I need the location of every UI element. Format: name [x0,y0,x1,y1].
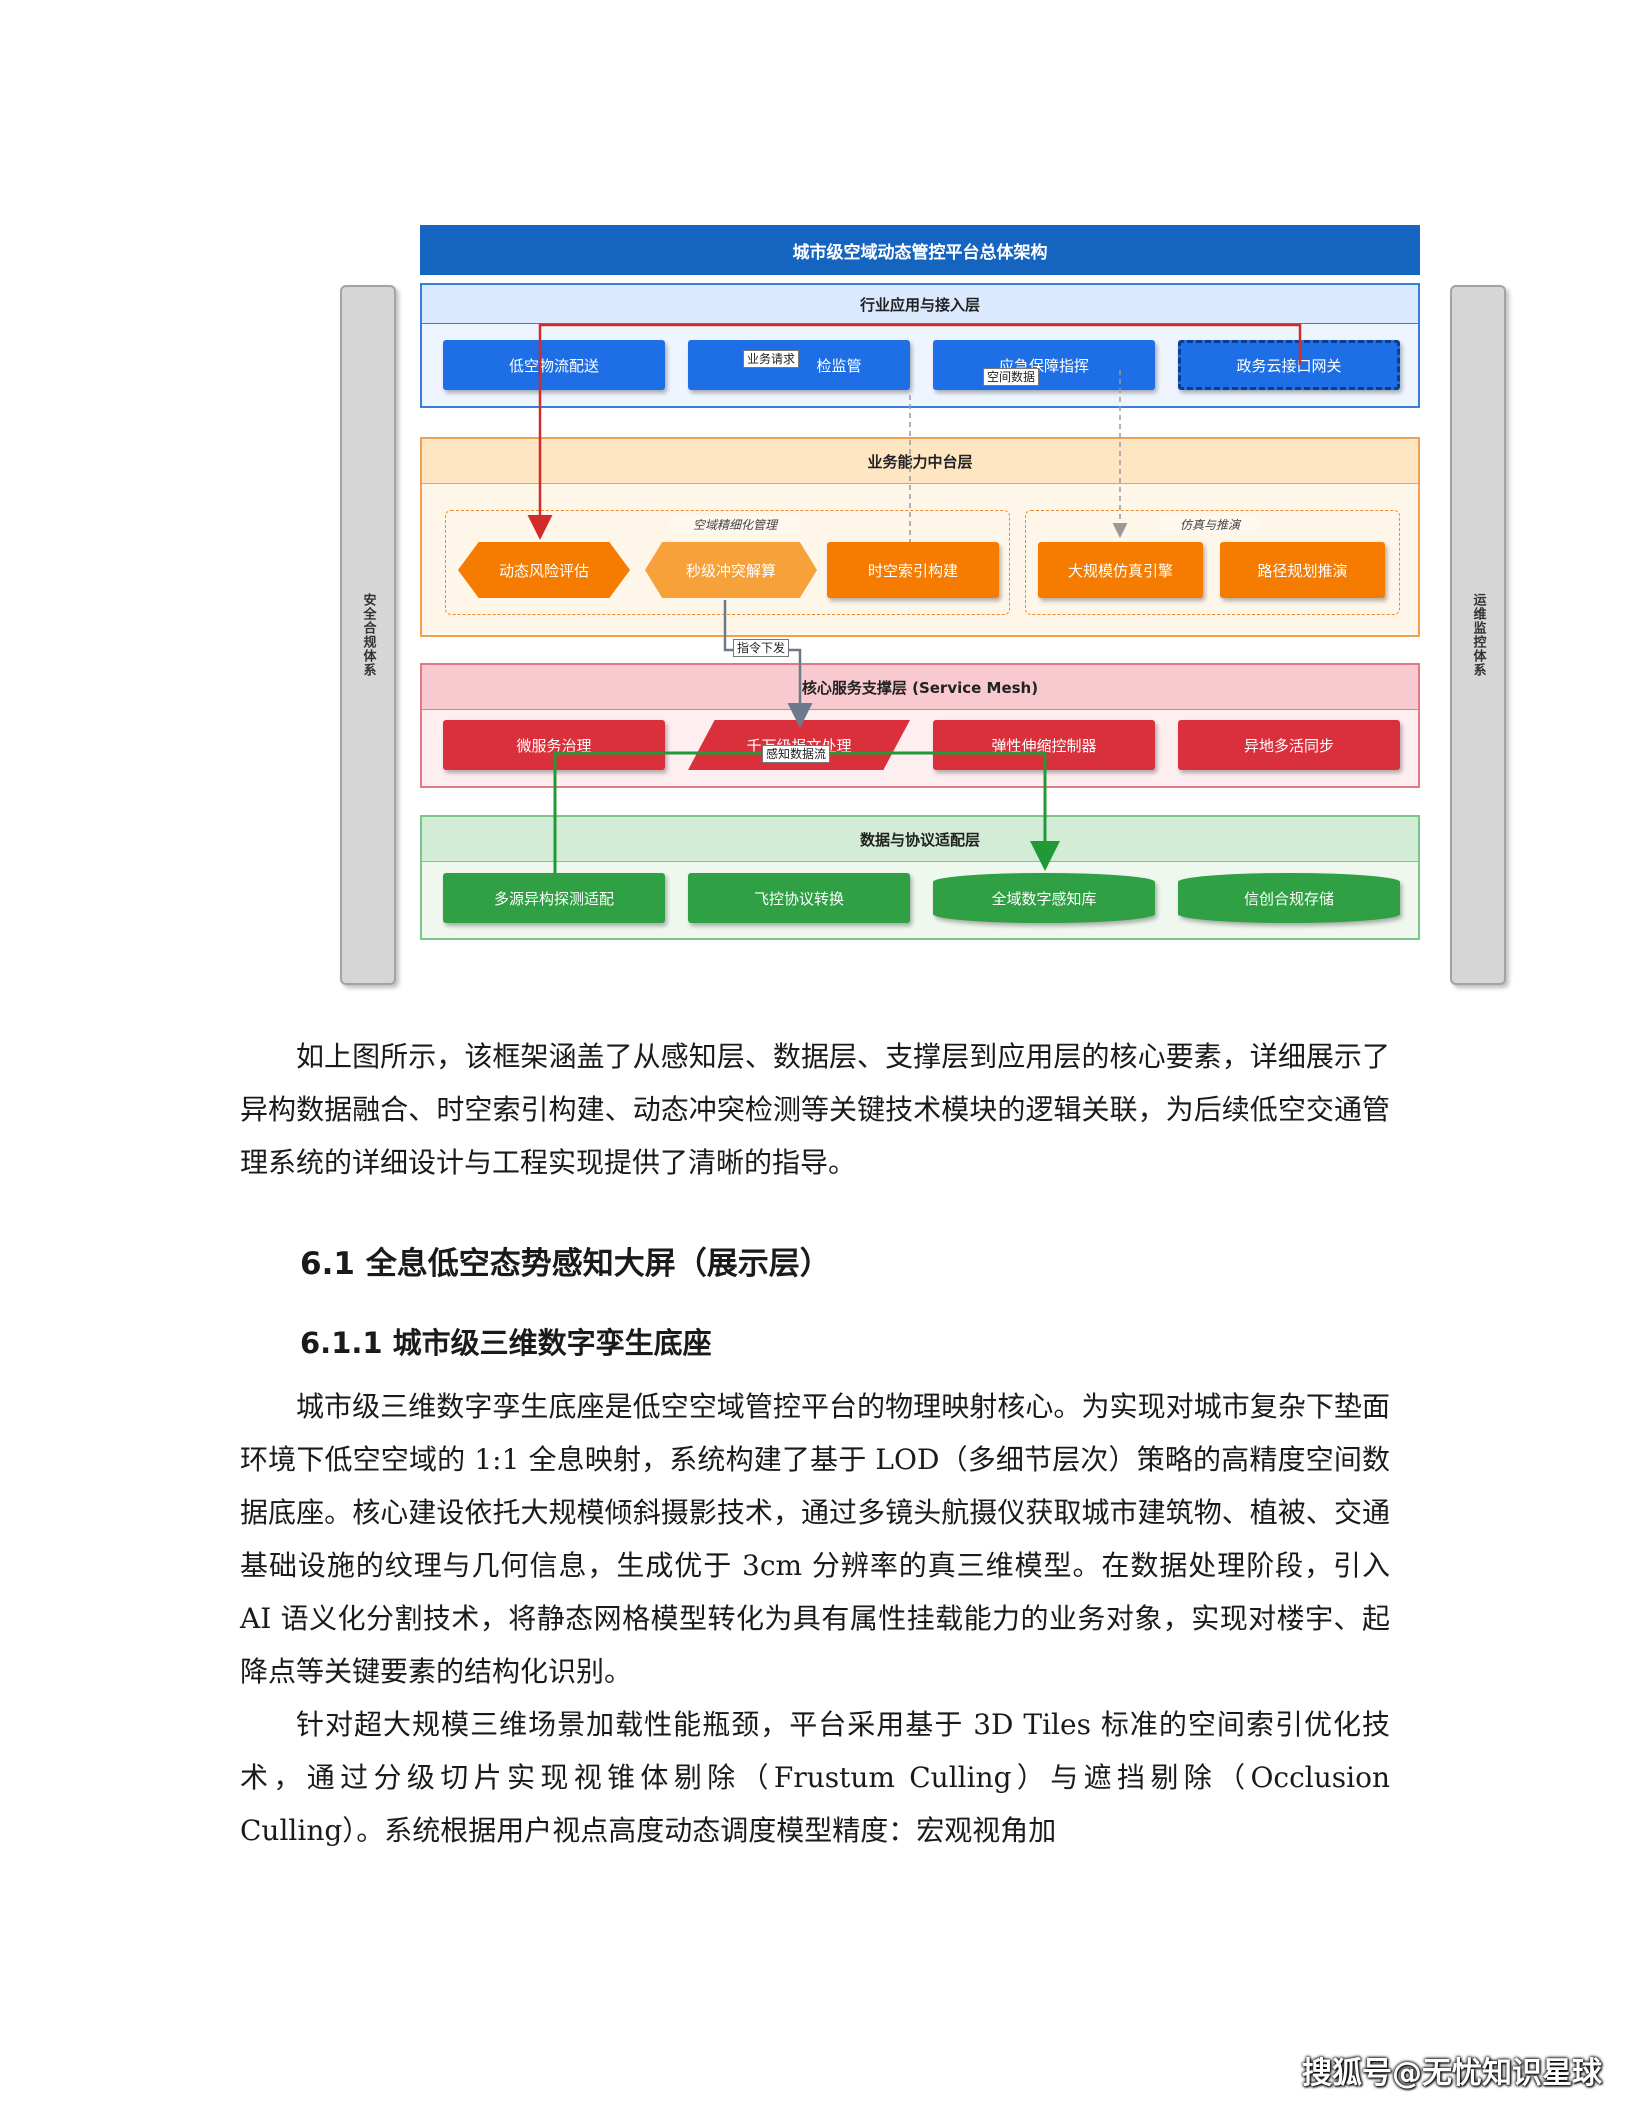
security-compliance-label: 安全合规体系 [360,593,376,677]
paragraph-3d-tiles: 针对超大规模三维场景加载性能瓶颈，平台采用基于 3D Tiles 标准的空间索引… [240,1708,1390,1847]
node-flight-protocol-conversion-label: 飞控协议转换 [753,889,844,908]
node-gov-cloud-gateway-label: 政务云接口网关 [1236,356,1342,375]
node-multi-active-sync-label: 异地多活同步 [1243,736,1334,755]
layer-capability: 业务能力中台层 [420,437,1420,637]
layer-application-title: 行业应用与接入层 [422,285,1418,324]
node-inspection-supervision-label: 检监管 [816,356,862,375]
node-flight-protocol-conversion: 飞控协议转换 [688,873,910,923]
security-compliance-pillar: 安全合规体系 [340,285,396,985]
paragraph-diagram-summary: 如上图所示，该框架涵盖了从感知层、数据层、支撑层到应用层的核心要素，详细展示了异… [240,1040,1390,1179]
edge-perception [553,751,1060,873]
node-multi-source-adapter-label: 多源异构探测适配 [493,889,614,908]
group-simulation-label: 仿真与推演 [1160,516,1260,533]
node-dynamic-risk-assessment-label: 动态风险评估 [498,561,589,580]
group-simulation [1025,510,1400,615]
node-gov-cloud-gateway: 政务云接口网关 [1178,340,1400,390]
node-digital-perception-db: 全域数字感知库 [933,873,1155,923]
node-digital-perception-db-label: 全域数字感知库 [991,889,1097,908]
layer-capability-title: 业务能力中台层 [422,439,1418,484]
node-spatiotemporal-index-label: 时空索引构建 [867,561,958,580]
node-microservice-governance-label: 微服务治理 [516,736,592,755]
edge-label-perception: 感知数据流 [762,745,831,763]
node-low-altitude-logistics-label: 低空物流配送 [508,356,599,375]
edge-command [723,600,813,728]
architecture-diagram: 安全合规体系 运维监控体系 城市级空域动态管控平台总体架构 行业应用与接入层 低… [300,205,1550,1005]
node-conflict-resolution-label: 秒级冲突解算 [685,561,776,580]
node-simulation-engine: 大规模仿真引擎 [1038,542,1203,598]
edge-label-command: 指令下发 [733,639,790,657]
subsection-heading-6-1-1: 6.1.1 城市级三维数字孪生底座 [300,1326,712,1360]
diagram-connectors [527,323,1302,873]
node-elastic-scaling-label: 弹性伸缩控制器 [991,736,1097,755]
ops-monitoring-pillar: 运维监控体系 [1450,285,1506,985]
group-airspace-management-label: 空域精细化管理 [670,516,800,533]
node-multi-active-sync: 异地多活同步 [1178,720,1400,770]
source-watermark: 搜狐号@无忧知识星球 [1302,2056,1602,2091]
node-path-planning-label: 路径规划推演 [1257,561,1348,580]
group-airspace-management [445,510,1010,615]
diagram-title-text: 城市级空域动态管控平台总体架构 [792,242,1048,263]
node-path-planning: 路径规划推演 [1220,542,1385,598]
node-spatiotemporal-index: 时空索引构建 [827,542,999,598]
node-multi-source-adapter: 多源异构探测适配 [443,873,665,923]
node-conflict-resolution: 秒级冲突解算 [645,542,817,598]
edge-label-request: 业务请求 [743,350,800,368]
edge-request [527,323,1302,540]
section-heading-6-1: 6.1 全息低空态势感知大屏（展示层） [300,1246,831,1282]
node-dynamic-risk-assessment: 动态风险评估 [458,542,630,598]
node-emergency-command: 应急保障指挥 [933,340,1155,390]
ops-monitoring-label: 运维监控体系 [1470,593,1486,677]
diagram-title: 城市级空域动态管控平台总体架构 [420,225,1420,275]
node-compliant-storage-label: 信创合规存储 [1243,889,1334,908]
edge-label-spatial: 空间数据 [983,368,1040,386]
node-compliant-storage: 信创合规存储 [1178,873,1400,923]
layer-data-protocol-title: 数据与协议适配层 [422,817,1418,862]
node-simulation-engine-label: 大规模仿真引擎 [1067,561,1173,580]
paragraph-digital-twin: 城市级三维数字孪生底座是低空空域管控平台的物理映射核心。为实现对城市复杂下垫面环… [240,1390,1390,1688]
layer-core-service-title: 核心服务支撑层 (Service Mesh) [422,665,1418,710]
node-low-altitude-logistics: 低空物流配送 [443,340,665,390]
